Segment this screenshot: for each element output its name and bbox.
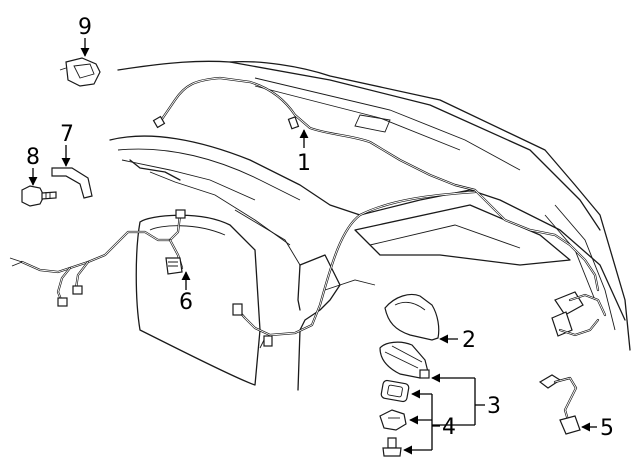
amplifier-module — [551, 291, 607, 337]
callout-6: 6 — [179, 290, 193, 315]
bracket-part-7 — [51, 167, 93, 199]
callout-leaders — [28, 38, 597, 455]
clip-part-9 — [59, 57, 101, 87]
callout-numbers: 1 2 3 4 5 6 7 8 9 — [26, 15, 614, 441]
callout-8: 8 — [26, 145, 40, 170]
callout-3: 3 — [487, 394, 501, 419]
callout-4: 4 — [442, 415, 456, 440]
callout-7: 7 — [60, 122, 74, 147]
callout-1: 1 — [297, 151, 311, 176]
callout-5: 5 — [600, 416, 614, 441]
antenna-base-part-3 — [379, 341, 430, 379]
roof-antenna-cable — [152, 76, 600, 292]
vehicle-body — [109, 60, 631, 391]
cable-part-5 — [538, 374, 581, 435]
antenna-fin-part-2 — [384, 293, 440, 341]
gasket-nut-screw-part-4 — [379, 379, 410, 457]
callout-9: 9 — [78, 15, 92, 40]
callout-2: 2 — [462, 328, 476, 353]
antenna-harness — [232, 190, 477, 349]
left-harness — [9, 209, 186, 307]
bolt-part-8 — [21, 185, 57, 207]
